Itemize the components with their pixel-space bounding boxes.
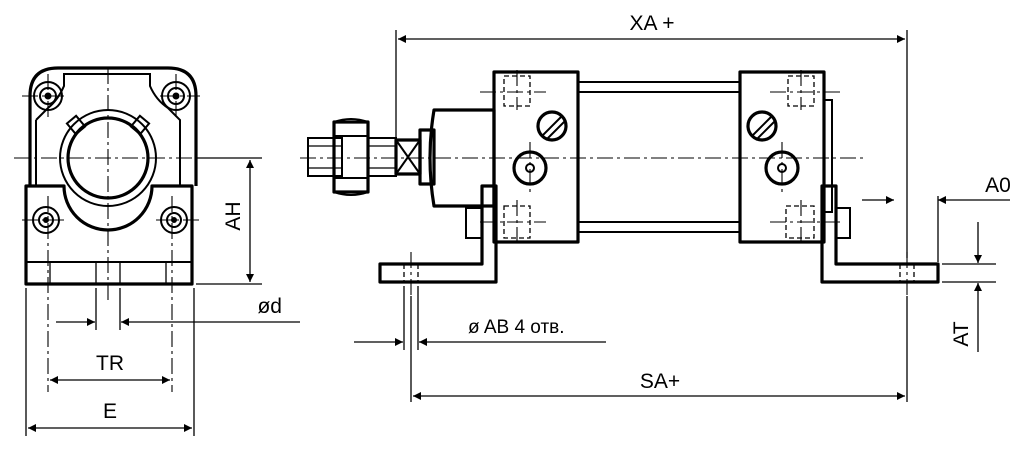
label-tr: TR	[96, 352, 124, 375]
label-ab: ø AB 4 отв.	[468, 317, 565, 338]
side-view-dimensions	[354, 30, 1010, 402]
label-ah: AH	[222, 201, 245, 230]
label-od: ød	[257, 295, 282, 318]
end-view	[14, 66, 210, 392]
label-e: E	[103, 400, 117, 423]
label-at: AT	[950, 321, 973, 346]
label-xa: XA +	[630, 12, 675, 35]
end-view-dimensions	[25, 157, 300, 436]
label-sa: SA+	[640, 370, 680, 393]
label-a0: A0	[985, 174, 1011, 197]
side-view	[300, 70, 940, 296]
